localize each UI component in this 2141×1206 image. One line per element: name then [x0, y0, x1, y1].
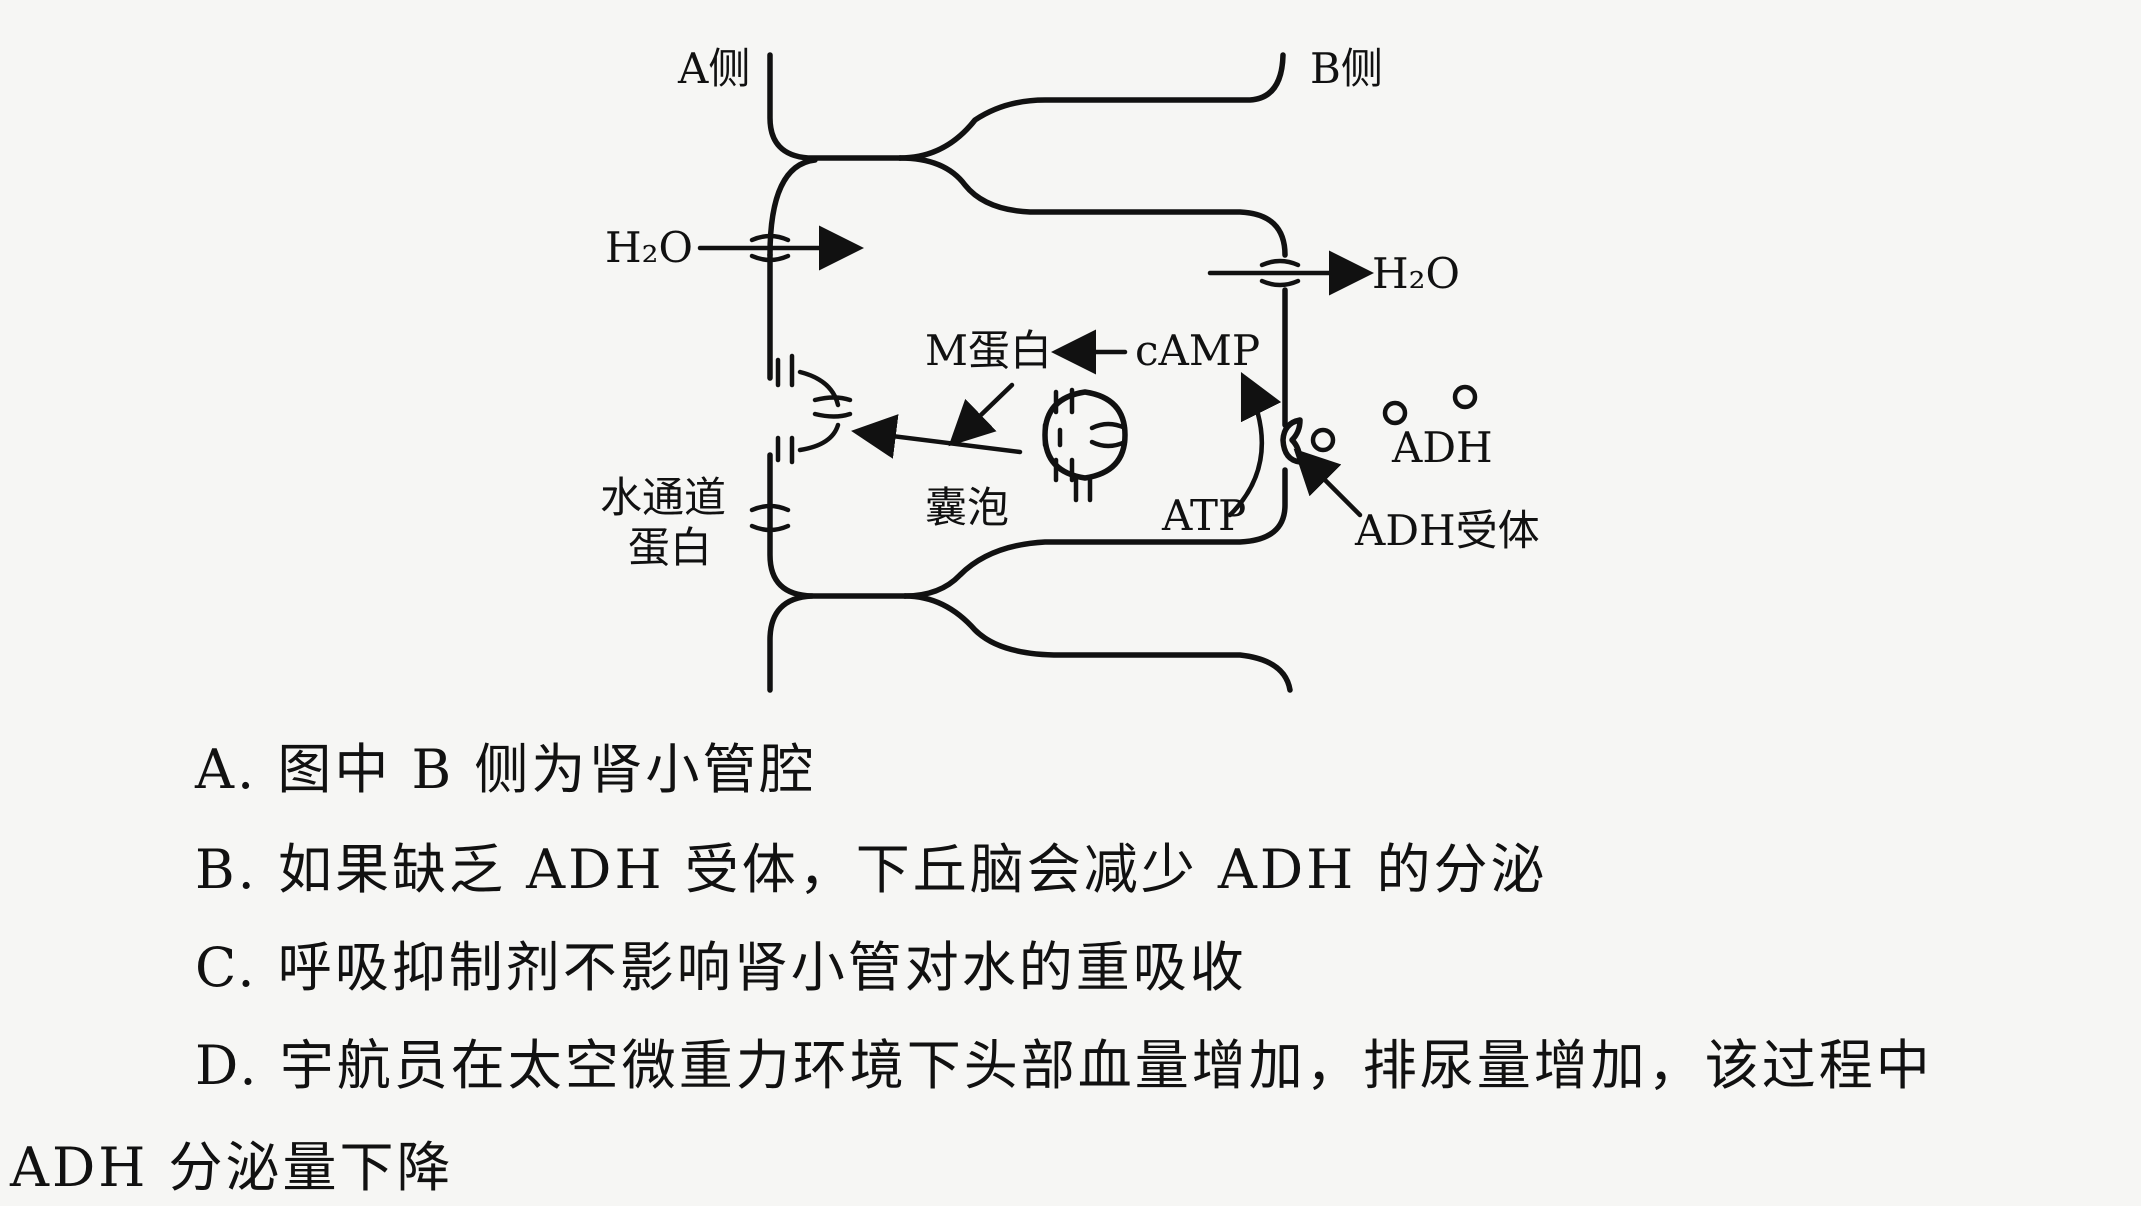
label-m-protein: M蛋白: [925, 326, 1052, 375]
arrow-receptor-label: [1293, 448, 1363, 518]
vesicle-icon: [1042, 387, 1128, 503]
adh-molecule: [1382, 400, 1408, 426]
label-side-b: B侧: [1310, 44, 1383, 93]
membrane-b-bottom: [902, 593, 1293, 693]
membrane-b-top: [897, 52, 1286, 161]
aquaporin-channel-right: [1259, 258, 1301, 288]
label-h2o-right: H₂O: [1372, 249, 1460, 298]
membrane-b-lower: [902, 467, 1288, 599]
label-atp: ATP: [1161, 491, 1246, 540]
arrow-vesicle-to-membrane: [851, 414, 1023, 459]
label-h2o-left: H₂O: [605, 223, 693, 272]
option-d-line2: ADH 分泌量下降: [10, 1136, 454, 1199]
arrow-atp-to-camp: [1227, 371, 1282, 518]
label-adh: ADH: [1391, 423, 1493, 472]
adh-molecule: [1310, 427, 1336, 453]
aquaporin-channel-left: [749, 233, 791, 263]
label-aquaporin-1: 水通道: [600, 473, 726, 522]
membrane-a-top: [767, 52, 903, 161]
option-d-line1: D. 宇航员在太空微重力环境下头部血量增加，排尿量增加，该过程中: [195, 1034, 1933, 1097]
option-b: B. 如果缺乏 ADH 受体，下丘脑会减少 ADH 的分泌: [195, 838, 1548, 901]
vesicle-fusion-site: [775, 353, 853, 465]
kidney-tubule-cell-diagram: A侧 B侧 H₂O H₂O M蛋白 cAMP ADH 水通道 蛋白 囊泡 ATP…: [600, 44, 1540, 693]
membrane-a-lower-segment: [767, 452, 908, 599]
membrane-a-bottom: [767, 593, 815, 693]
option-a: A. 图中 B 侧为肾小管腔: [195, 738, 817, 801]
membrane-top-junction: [897, 155, 1288, 258]
label-vesicle: 囊泡: [925, 483, 1009, 532]
label-side-a: A侧: [677, 44, 750, 93]
label-adh-receptor: ADH受体: [1354, 506, 1540, 555]
adh-molecule: [1452, 384, 1478, 410]
membrane-a-side: [767, 157, 818, 258]
label-aquaporin-2: 蛋白: [628, 523, 712, 572]
adh-receptor-icon: [1280, 417, 1303, 465]
arrow-m-to-vesicle: [948, 382, 1015, 447]
label-camp: cAMP: [1135, 326, 1260, 375]
option-c: C. 呼吸抑制剂不影响肾小管对水的重吸收: [195, 936, 1247, 999]
aquaporin-channel-membrane: [749, 503, 791, 533]
